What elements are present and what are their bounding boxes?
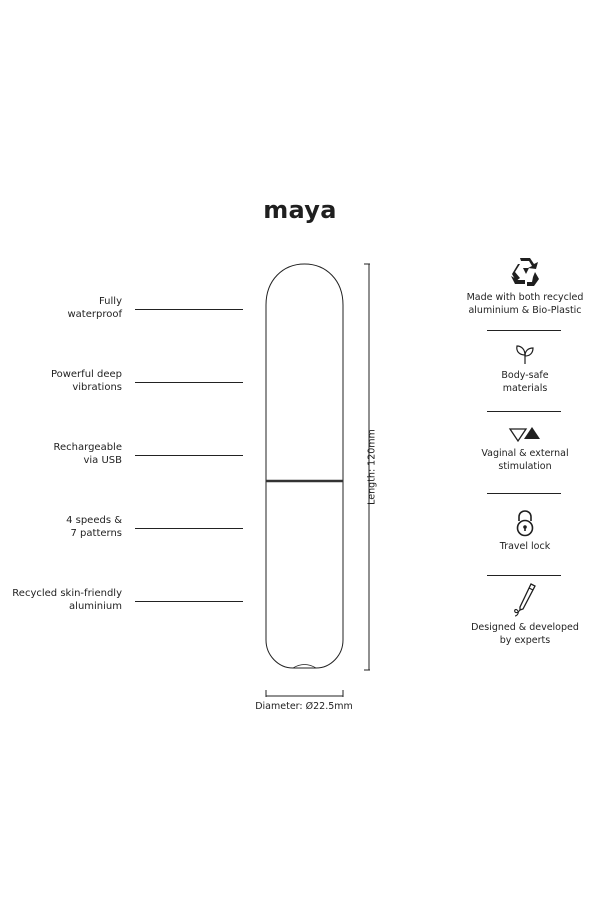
benefit-text: Body-safe materials (501, 370, 549, 394)
recycle-icon (511, 258, 539, 286)
feature-leader-line (135, 528, 243, 529)
benefit-expert-design: Designed & developed by experts (460, 582, 590, 647)
benefit-recycled: Made with both recycled aluminium & Bio-… (460, 258, 590, 317)
pen-icon (514, 583, 536, 617)
feature-label: Fully waterproof (67, 296, 123, 320)
benefit-text: Travel lock (499, 541, 551, 552)
benefit-travel-lock: Travel lock (460, 509, 590, 554)
benefit-separator (487, 411, 561, 412)
product-title: maya (263, 196, 337, 224)
feature-leader-line (135, 601, 243, 602)
benefit-separator (487, 575, 561, 576)
padlock-icon (516, 510, 534, 537)
benefit-stimulation: Vaginal & external stimulation (460, 424, 590, 473)
leaf-icon (516, 345, 534, 364)
device-body-outline (265, 263, 344, 669)
length-dimension-label: Length: 120mm (366, 429, 378, 505)
triangles-icon (508, 427, 540, 443)
benefit-body-safe: Body-safe materials (460, 342, 590, 395)
feature-leader-line (135, 455, 243, 456)
benefit-separator (487, 330, 561, 331)
feature-leader-line (135, 382, 243, 383)
device-base-cap (292, 664, 317, 669)
feature-label: Rechargeable via USB (53, 442, 122, 466)
feature-label: Recycled skin-friendly aluminium (12, 588, 122, 612)
diameter-dimension-label: Diameter: Ø22.5mm (255, 701, 353, 712)
feature-label: 4 speeds & 7 patterns (66, 515, 122, 539)
feature-label: Powerful deep vibrations (50, 369, 122, 393)
benefit-text: Vaginal & external stimulation (481, 448, 569, 472)
benefit-text: Designed & developed by experts (471, 622, 579, 646)
benefit-separator (487, 493, 561, 494)
feature-leader-line (135, 309, 243, 310)
benefit-text: Made with both recycled aluminium & Bio-… (466, 292, 584, 316)
